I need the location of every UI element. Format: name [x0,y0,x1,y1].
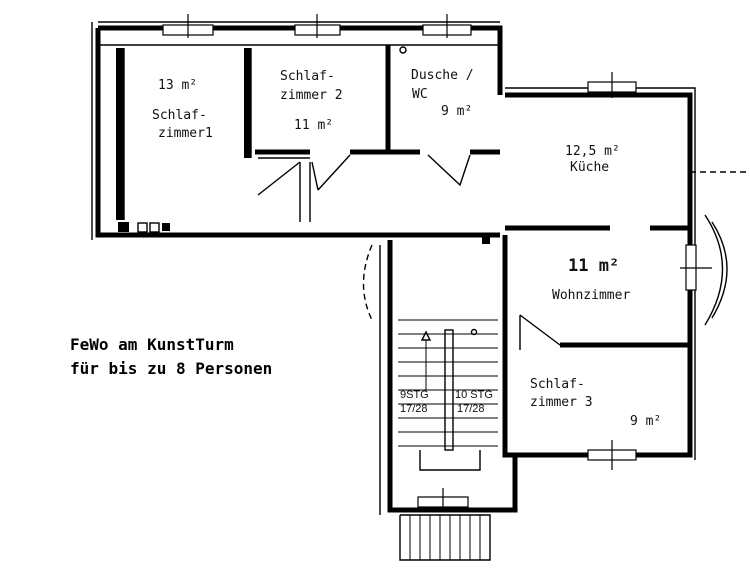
stair-right-count: 10 STG [455,389,493,401]
room-schlafzimmer3-name-1: Schlaf- [530,377,585,392]
room-dusche-name-2: WC [412,87,428,102]
stair-pillar [482,236,490,244]
stair-walls [387,240,518,513]
pillar-2 [137,222,148,233]
hatched-wall-mid [244,48,251,158]
room-dusche-area: 9 m² [441,104,472,119]
windows-right [587,72,712,470]
plan-title-line1: FeWo am KunstTurm [70,335,234,354]
stair-left-count: 9STG [400,389,429,401]
room-dusche-name-1: Dusche / [411,68,474,83]
wall-lines [123,48,252,220]
room-schlafzimmer1-name-1: Schlaf- [152,108,207,123]
room-schlafzimmer3-name-2: zimmer 3 [530,395,593,410]
room-schlafzimmer3-area: 9 m² [630,414,661,429]
bay-window-inner [711,221,728,319]
pillar-4 [162,223,170,231]
door-swing-2 [427,154,471,187]
stair-steps [398,319,498,471]
windows-top [162,14,472,38]
pillar-3 [149,222,160,233]
room-schlafzimmer2-name-2: zimmer 2 [280,88,343,103]
stair-left-ratio: 17/28 [400,403,428,415]
door-frame [299,162,311,222]
door-swing-3 [519,314,561,350]
room-wohnzimmer-area: 11 m² [568,256,619,276]
pillar-1 [118,222,129,232]
room-schlafzimmer2-name-1: Schlaf- [280,69,335,84]
room-kueche-area: 12,5 m² [565,144,620,159]
outer-right-line [505,87,696,460]
plan-title-line2: für bis zu 8 Personen [70,359,272,378]
hatched-wall-left [116,48,124,220]
outer-wall-right-wing [502,92,693,458]
room-kueche-name: Küche [570,160,609,175]
room-wohnzimmer-name: Wohnzimmer [552,288,630,303]
bay-window [704,214,724,326]
room-schlafzimmer1-name-2: zimmer1 [158,126,213,141]
outer-wall-left-wing [95,25,503,238]
room-schlafzimmer2-area: 11 m² [294,118,333,133]
door-swing-1 [257,154,351,196]
drain [399,46,407,54]
stair-arc [362,244,373,321]
room-schlafzimmer1-area: 13 m² [158,78,197,93]
entrance-steps [399,488,491,561]
stair-right-ratio: 17/28 [457,403,485,415]
